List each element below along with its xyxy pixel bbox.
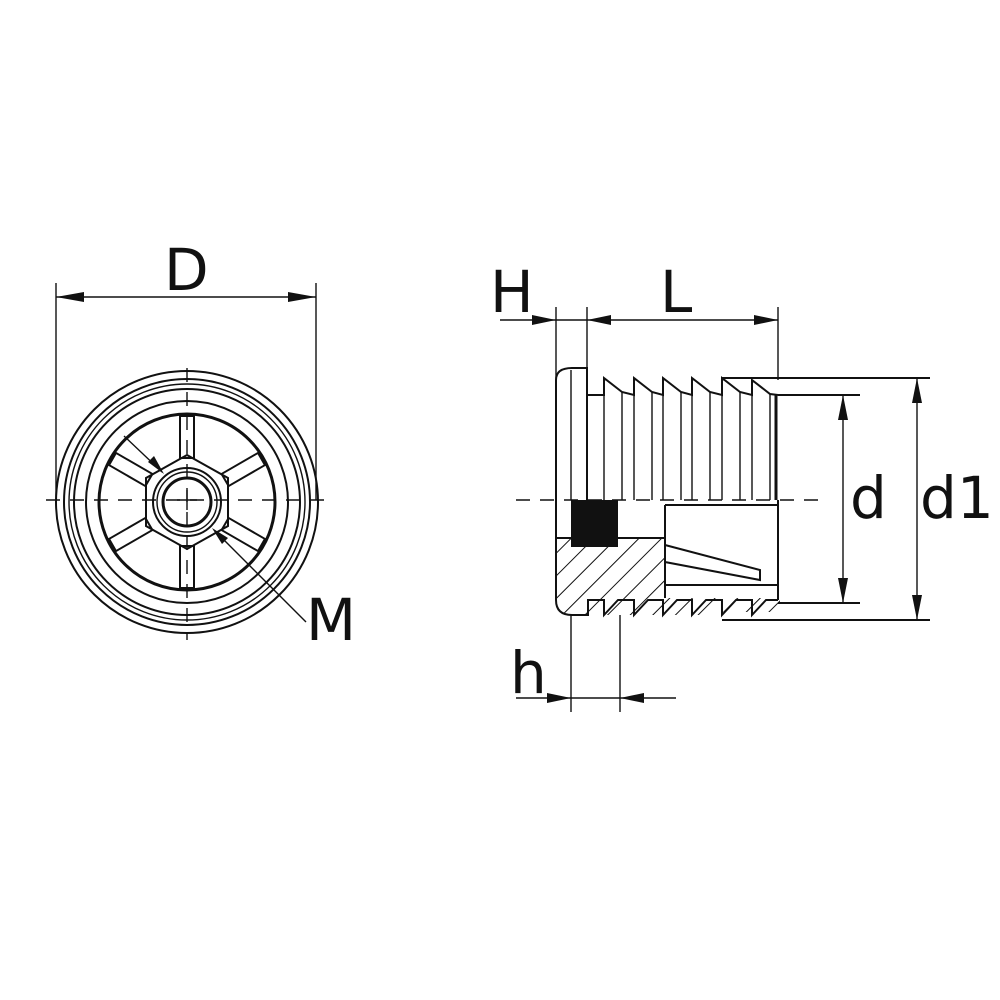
dimension-M: M <box>123 435 356 654</box>
label-d1: d1 <box>920 464 994 532</box>
dimension-h: h <box>510 615 676 712</box>
label-d: d <box>850 464 887 532</box>
dimension-D: D <box>55 236 317 500</box>
dimension-H-L: H L <box>490 258 779 380</box>
front-view: D <box>46 236 356 654</box>
dimension-d-d1: d d1 <box>838 378 994 620</box>
upper-half-exterior <box>555 367 930 500</box>
side-view: H L <box>490 258 994 712</box>
label-L: L <box>660 258 692 326</box>
label-D: D <box>164 236 209 304</box>
label-H: H <box>490 258 534 326</box>
label-M: M <box>306 586 356 654</box>
label-h: h <box>510 639 547 707</box>
knurl-insert-block <box>571 500 618 547</box>
